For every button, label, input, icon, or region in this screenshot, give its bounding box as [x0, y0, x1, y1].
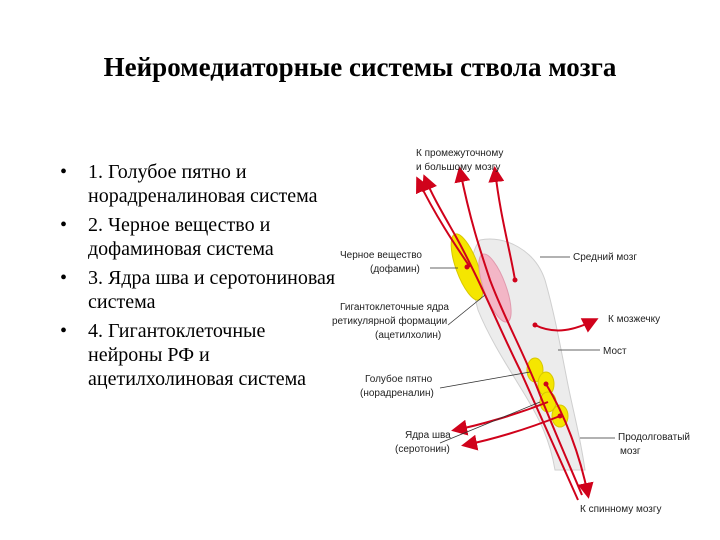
- label-substantia-nigra: Черное вещество: [340, 250, 422, 261]
- label-pons: Мост: [603, 346, 627, 357]
- bullet-list: • 1. Голубое пятно и норадреналиновая сис…: [60, 160, 340, 396]
- cell-body-dot: [557, 413, 563, 419]
- pathway-arrow: [416, 176, 471, 268]
- label-locus-coeruleus: (норадреналин): [360, 388, 434, 399]
- bullet-item: • 3. Ядра шва и серотониновая система: [60, 266, 340, 314]
- bullet-text: 3. Ядра шва и серотониновая система: [88, 267, 336, 313]
- label-locus-coeruleus: Голубое пятно: [365, 373, 433, 385]
- label-forebrain: и большому мозгу: [416, 161, 500, 173]
- bullet-text: 2. Черное вещество и дофаминовая система: [88, 214, 274, 260]
- label-giant-cell: ретикулярной формации: [332, 315, 447, 327]
- bullet-marker: •: [60, 320, 68, 342]
- bullet-text: 4. Гигантоклеточные нейроны РФ и ацетилх…: [88, 320, 306, 390]
- label-midbrain: Средний мозг: [573, 252, 637, 263]
- pathway-arrow: [534, 318, 599, 333]
- pathway-arrow: [454, 166, 583, 496]
- cell-body-dot: [464, 264, 470, 270]
- label-raphe: (серотонин): [395, 444, 450, 455]
- label-spinal-cord: К спинному мозгу: [580, 504, 662, 515]
- pointer-line: [439, 401, 541, 444]
- label-medulla: Продолговатый: [618, 432, 690, 443]
- label-raphe: Ядра шва: [405, 430, 451, 441]
- pathway-arrow: [422, 174, 579, 501]
- label-giant-cell: (ацетилхолин): [375, 330, 441, 341]
- bullet-text: 1. Голубое пятно и норадреналиновая сист…: [88, 161, 318, 207]
- bullet-item: • 1. Голубое пятно и норадреналиновая сис…: [60, 160, 340, 208]
- pathway-arrow: [545, 383, 594, 499]
- pointer-line: [447, 294, 486, 326]
- pathway-arrow: [461, 415, 561, 451]
- label-forebrain: К промежуточному: [416, 148, 503, 159]
- bullet-marker: •: [60, 267, 68, 289]
- cell-body-dot: [512, 277, 518, 283]
- label-medulla: мозг: [620, 446, 641, 457]
- label-cerebellum: К мозжечку: [608, 314, 660, 325]
- bullet-marker: •: [60, 214, 68, 236]
- pointer-line: [439, 371, 531, 389]
- label-giant-cell: Гигантоклеточные ядра: [340, 302, 449, 313]
- bullet-item: • 2. Черное вещество и дофаминовая систем…: [60, 213, 340, 261]
- brainstem-diagram: К промежуточному и большому мозгу Черное…: [332, 148, 690, 515]
- label-substantia-nigra: (дофамин): [370, 263, 420, 275]
- page-title: Нейромедиаторные системы ствола мозга: [103, 52, 617, 82]
- bullet-marker: •: [60, 161, 68, 183]
- pathway-arrow: [488, 166, 516, 281]
- cell-body-dot: [532, 322, 538, 328]
- cell-body-dot: [543, 381, 549, 387]
- bullet-item: • 4. Гигантоклеточные нейроны РФ и ацетил…: [60, 319, 340, 391]
